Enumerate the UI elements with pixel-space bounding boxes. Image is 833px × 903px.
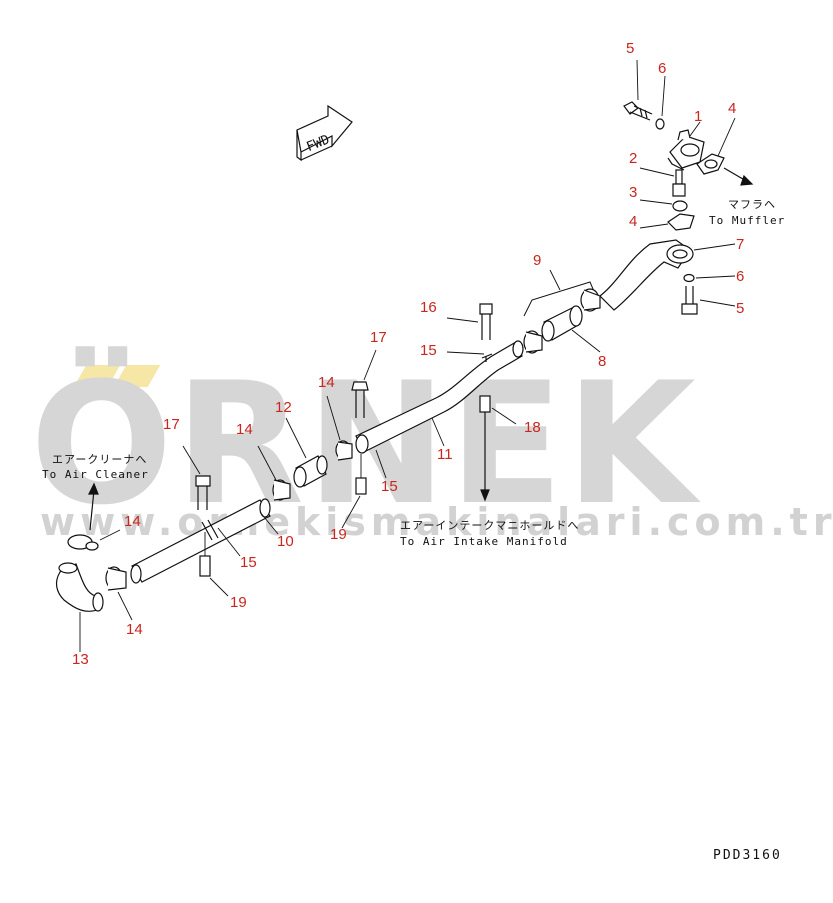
label-5-right: 5 — [736, 300, 745, 317]
label-14-left: 14 — [236, 421, 253, 438]
label-9: 9 — [533, 252, 542, 269]
label-2: 2 — [629, 150, 638, 167]
washer-top — [655, 118, 665, 130]
label-12: 12 — [275, 399, 292, 416]
label-18: 18 — [524, 419, 541, 436]
label-4-mid: 4 — [629, 213, 638, 230]
label-14-mid: 14 — [318, 374, 335, 391]
label-7: 7 — [736, 236, 745, 253]
label-3: 3 — [629, 184, 638, 201]
hose-part-12 — [293, 455, 328, 488]
label-6-right: 6 — [736, 268, 745, 285]
label-15-low: 15 — [240, 554, 257, 571]
label-17-mid: 17 — [370, 329, 387, 346]
clamp-lower — [105, 566, 127, 591]
fwd-arrow-icon: FWD — [296, 104, 353, 162]
elbow-hose-part-13 — [55, 562, 104, 612]
label-19-low: 19 — [230, 594, 247, 611]
label-13: 13 — [72, 651, 89, 668]
label-5-top: 5 — [626, 40, 635, 57]
label-10: 10 — [277, 533, 294, 550]
gasket-part-4 — [667, 213, 695, 231]
note-cleaner-jp: エアークリーナへ — [52, 453, 148, 466]
note-manifold-en: To Air Intake Manifold — [400, 535, 568, 548]
drawing-reference: PDD3160 — [713, 848, 782, 863]
label-14-far-left: 14 — [124, 513, 141, 530]
washer-right — [683, 273, 695, 283]
clamp-mid — [335, 440, 353, 461]
intake-pipe-part-11 — [355, 340, 524, 454]
clamp-far-left — [67, 534, 99, 551]
label-15-mid: 15 — [381, 478, 398, 495]
exhaust-pipe-bend — [599, 239, 694, 311]
label-19-mid: 19 — [330, 526, 347, 543]
clamp-upper-left — [523, 330, 543, 354]
drain-tube-part-18 — [479, 395, 491, 502]
label-16: 16 — [420, 299, 437, 316]
label-6-top: 6 — [658, 60, 667, 77]
gasket-top — [696, 153, 725, 175]
label-4-top: 4 — [728, 100, 737, 117]
bolt-part-16 — [479, 303, 493, 340]
clamp-upper-right — [580, 288, 601, 312]
exhaust-elbow — [667, 129, 705, 171]
bolt-part-17-mid — [351, 381, 369, 418]
note-muffler-en: To Muffler — [709, 214, 786, 227]
note-cleaner-en: To Air Cleaner — [42, 468, 149, 481]
note-muffler-jp: マフラヘ — [728, 198, 776, 211]
label-1: 1 — [694, 108, 703, 125]
clamp-left-of-12 — [272, 479, 291, 501]
nut-part-3 — [672, 200, 688, 212]
bolt-part-17-left — [195, 475, 211, 510]
label-17-left: 17 — [163, 416, 180, 433]
bolt-top — [623, 101, 653, 121]
sleeve-part-19-low — [199, 532, 211, 577]
bolt-right — [681, 286, 698, 315]
label-8: 8 — [598, 353, 607, 370]
watermark-url: www.ornekismakinalari.com.tr — [40, 500, 833, 544]
sleeve-part-19-mid — [355, 454, 367, 495]
label-14-low: 14 — [126, 621, 143, 638]
label-15-top: 15 — [420, 342, 437, 359]
label-11: 11 — [437, 446, 453, 463]
stud-part-2 — [672, 169, 686, 197]
intake-pipe-part-10 — [130, 498, 271, 584]
note-manifold-jp: エアーインテークマニホールドへ — [400, 519, 580, 532]
hose-part-8 — [541, 305, 583, 342]
